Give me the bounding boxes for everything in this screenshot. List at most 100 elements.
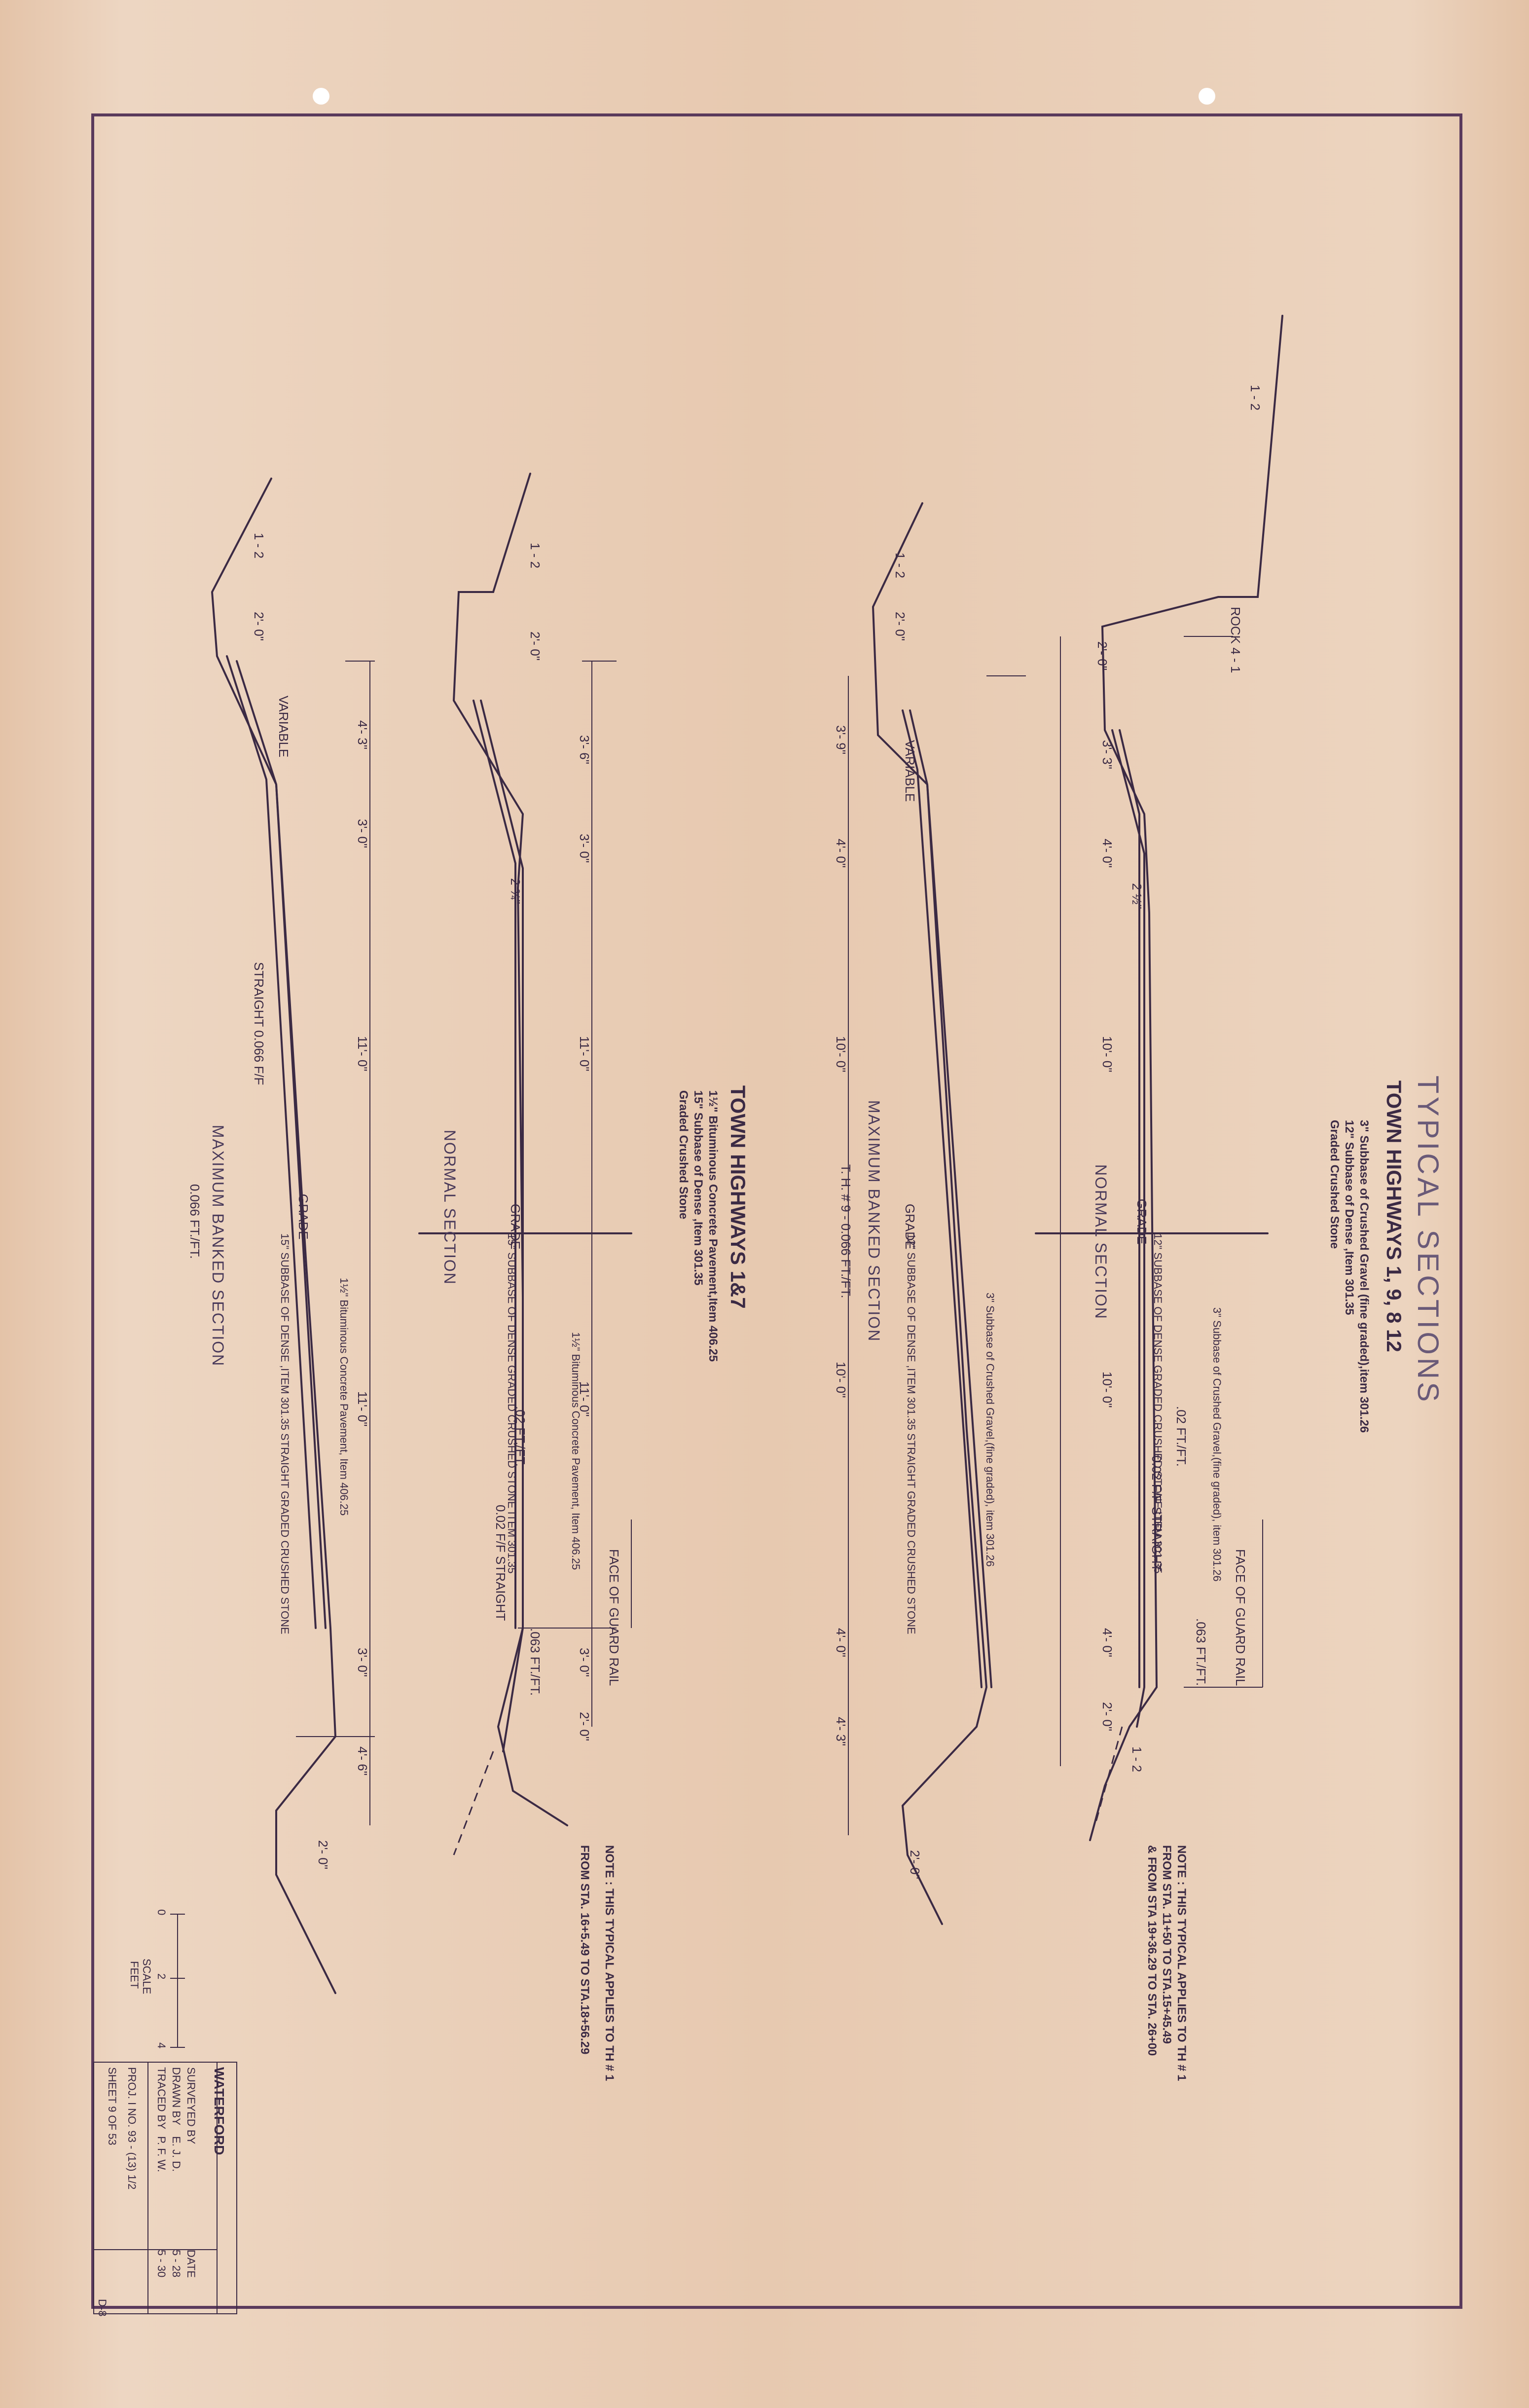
pavement-label: 1½" Bituminous Concrete Pavement, Item 4… (338, 1278, 350, 1516)
dim-label: 4'- 3" (834, 1717, 848, 1746)
grade-label: GRADE (296, 1194, 311, 1240)
dim-label: 2'- 0" (316, 1840, 330, 1869)
note-left-1: NOTE : THIS TYPICAL APPLIES TO TH # 1 (603, 1845, 616, 2081)
banked-section-left-inner (236, 660, 327, 1629)
legend-right-3: Graded Crushed Stone (1328, 1120, 1341, 1249)
pavement-label: 1½" Bituminous Concrete Pavement, Item 4… (570, 1332, 582, 1570)
banked-section-left-label: MAXIMUM BANKED SECTION (209, 1125, 227, 1367)
dim-label: 2'- 0" (908, 1850, 922, 1879)
banked-section-right-inner (909, 709, 992, 1688)
scale-tick-2: 2 (155, 1973, 168, 1980)
legend-left-3: Graded Crushed Stone (677, 1090, 690, 1220)
banked-section-left-base (226, 655, 317, 1629)
dim-label: 2'- 0" (528, 631, 543, 661)
dim-label: 3'- 0" (577, 1648, 592, 1677)
dim-label: 3'- 0" (355, 1648, 370, 1677)
slope-label: 1 - 2 (252, 533, 266, 559)
subbase-label: 12" SUBBASE OF DENSE ,ITEM 301.35 STRAIG… (905, 1233, 917, 1634)
title-block-town: WATERFORD (212, 2067, 227, 2155)
subtitle-right: TOWN HIGHWAYS 1, 9, 8 12 (1383, 1080, 1406, 1352)
punch-hole (1199, 88, 1215, 105)
normal-section-right-label: NORMAL SECTION (1092, 1164, 1110, 1320)
legend-left-2: 15" Subbase of Dense ,Item 301.35 (692, 1090, 705, 1286)
title-block-drawn: DRAWN BY (170, 2067, 182, 2125)
dim-label: 2'- 0" (1100, 1702, 1115, 1731)
dim-label: 11'- 0" (577, 1036, 592, 1072)
slope-label: 0.02 F/F STRAIGHT (1149, 1455, 1164, 1572)
dim-label: 11'- 0" (355, 1036, 370, 1072)
slope-label: .063 FT./FT. (1194, 1618, 1208, 1686)
slope-label: .02 FT./FT. (1174, 1406, 1189, 1467)
normal-section-left-pavement (480, 700, 524, 1752)
legend-right-2: 12" Subbase of Dense ,Item 301.35 (1343, 1120, 1356, 1315)
note-left-2: FROM STA. 16+5.49 TO STA.18+56.29 (578, 1845, 591, 2055)
title-block-sheet: SHEET 9 OF 53 (106, 2067, 118, 2146)
slope-label: 1 - 2 (528, 543, 543, 569)
dim-label: 2'- 0" (577, 1712, 592, 1741)
drawing-border (91, 113, 1462, 2309)
title-block-code: D-8 (96, 2299, 109, 2317)
normal-section-left-label: NORMAL SECTION (441, 1130, 459, 1285)
banked-section-left-note: 0.066 FT./FT. (187, 1184, 202, 1259)
guard-rail-label: FACE OF GUARD RAIL (1233, 1549, 1248, 1686)
banked-section-right-profile (872, 502, 988, 1925)
title-block-traced-val: P. F. W. (155, 2136, 168, 2172)
note-right-1: NOTE : THIS TYPICAL APPLIES TO TH # 1 (1175, 1845, 1188, 2081)
title-block-traced: TRACED BY (155, 2067, 168, 2129)
variable-label: VARIABLE (903, 740, 917, 802)
variable-label: VARIABLE (276, 696, 291, 758)
scale-label: SCALE (141, 1959, 153, 1995)
banked-section-right-note: T. H. # 9 - 0.066 FT./FT. (838, 1164, 853, 1298)
dim-label: 3'- 6" (577, 735, 592, 764)
slope-label: STRAIGHT 0.066 F/F (252, 962, 266, 1085)
thickness-label: 2 ¾" (508, 878, 523, 904)
title-block-date-drawn: 5 - 28 (170, 2250, 182, 2278)
legend-left-1: 1½" Bituminous Concrete Pavement,Item 40… (706, 1090, 720, 1362)
punch-hole (313, 88, 329, 105)
dim-label: 10'- 0" (1100, 1036, 1115, 1073)
dim-label: 3'- 0" (355, 819, 370, 848)
dim-label: 10'- 0" (1100, 1371, 1115, 1408)
dim-label: 2'- 0" (252, 612, 266, 641)
banked-section-left-profile (211, 478, 337, 1994)
scale-unit: FEET (128, 1961, 141, 1989)
dim-label: 4'- 0" (1100, 839, 1115, 868)
title-block-proj: PROJ. I NO. 93 - (13) 1/2 (126, 2067, 138, 2190)
gravel-label: 3" Subbase of Crushed Gravel,(fine grade… (1211, 1307, 1223, 1582)
grade-label: GRADE (1134, 1199, 1149, 1245)
subtitle-left: TOWN HIGHWAYS 1&7 (727, 1085, 750, 1309)
dim-label: 2'- 0" (893, 612, 908, 641)
banked-section-right-base (902, 709, 983, 1688)
scale-tick-4: 4 (155, 2042, 168, 2049)
title-block-date-traced: 5 - 30 (155, 2250, 168, 2278)
slope-label: .02 FT./FT. (513, 1406, 528, 1467)
normal-section-right-profile (1089, 315, 1283, 1841)
dim-label: 4'- 0" (834, 1628, 848, 1657)
normal-section-left-base (473, 700, 516, 1629)
normal-section-right-base (1119, 729, 1140, 1688)
banked-section-right-label: MAXIMUM BANKED SECTION (865, 1100, 883, 1342)
gravel-label: 3" Subbase of Crushed Gravel,(fine grade… (984, 1293, 996, 1567)
slope-label: 1 - 2 (1248, 385, 1263, 411)
dim-label: 4'- 3" (355, 720, 370, 749)
dim-label: 10'- 0" (834, 1362, 848, 1398)
note-right-3: & FROM STA 19+36.29 TO STA. 26+00 (1145, 1845, 1159, 2056)
dim-label: 4'- 6" (355, 1746, 370, 1776)
legend-right-1: 3" Subbase of Crushed Gravel (fine grade… (1357, 1120, 1371, 1433)
slope-label: 1 - 2 (893, 553, 908, 579)
dim-label: 4'- 0" (1100, 1628, 1115, 1657)
dim-label: 4'- 0" (834, 839, 848, 868)
note-right-2: FROM STA. 11+50 TO STA.15+45.49 (1160, 1845, 1173, 2044)
dim-label: 10'- 0" (834, 1036, 848, 1073)
thickness-label: 2 ½" (1129, 883, 1144, 909)
title-block-surveyed: SURVEYED BY (185, 2067, 197, 2145)
rock-label: ROCK 4 - 1 (1228, 607, 1243, 673)
slope-label: .063 FT./FT. (528, 1628, 543, 1696)
guard-rail-label: FACE OF GUARD RAIL (607, 1549, 621, 1686)
slope-label: 0.02 F/F STRAIGHT (493, 1505, 508, 1621)
title-block-date: DATE (185, 2250, 197, 2278)
dim-label: 11'- 0" (355, 1391, 370, 1427)
